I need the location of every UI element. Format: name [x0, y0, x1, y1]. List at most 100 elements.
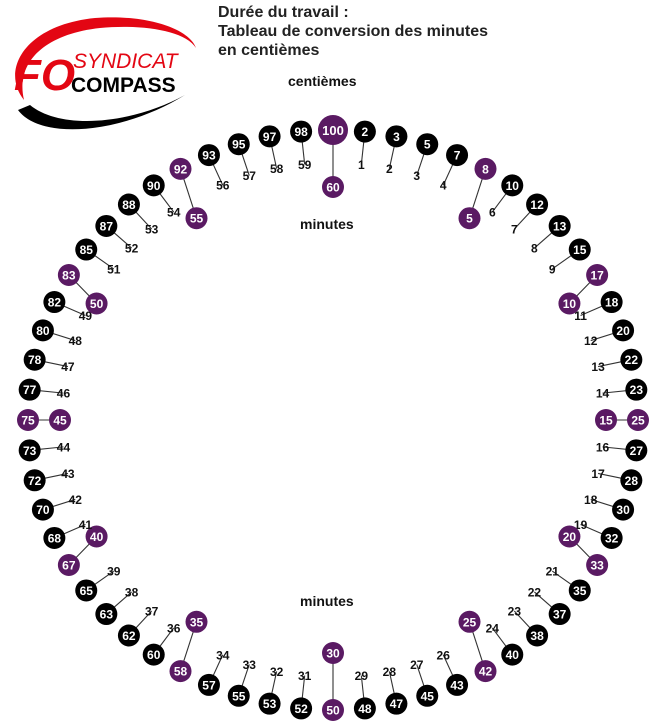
centieme-circle [568, 579, 591, 602]
centieme-value: 18 [605, 296, 619, 310]
centieme-circle [526, 624, 549, 647]
centieme-value: 20 [616, 324, 630, 338]
centieme-value: 43 [450, 678, 464, 692]
centieme-circle [227, 684, 250, 707]
centieme-circle [18, 439, 41, 462]
minute-value: 23 [508, 604, 522, 618]
centieme-value: 88 [122, 198, 136, 212]
minute-value: 16 [596, 440, 610, 454]
centieme-circle [501, 174, 524, 197]
minute-value: 47 [61, 360, 75, 374]
minute-circle [595, 409, 617, 431]
centieme-value: 2 [362, 125, 369, 139]
minute-value: 2 [386, 162, 393, 176]
centieme-value: 100 [322, 123, 344, 138]
minute-value: 29 [355, 669, 369, 683]
centieme-circle [57, 264, 80, 286]
centieme-circle [568, 238, 591, 261]
centieme-circle [625, 378, 648, 401]
minute-value: 52 [125, 242, 139, 256]
minute-value: 18 [584, 493, 598, 507]
centieme-value: 97 [263, 130, 277, 144]
minute-value: 35 [190, 615, 204, 629]
centieme-circle [526, 193, 549, 216]
centieme-value: 73 [23, 444, 37, 458]
centieme-circle [416, 133, 439, 156]
minute-value: 19 [574, 518, 588, 532]
minutes-label-top: minutes [300, 216, 354, 232]
title-line-3: en centièmes [218, 42, 320, 59]
centieme-value: 83 [62, 269, 76, 283]
centieme-value: 7 [454, 149, 461, 163]
minute-value: 48 [69, 334, 83, 348]
centieme-circle [75, 238, 98, 261]
centieme-value: 60 [147, 648, 161, 662]
minute-value: 5 [466, 212, 473, 226]
centieme-value: 68 [48, 531, 62, 545]
centieme-circle [586, 264, 609, 286]
centieme-circle [169, 660, 192, 683]
centieme-circle [290, 697, 313, 720]
centieme-circle [17, 409, 39, 431]
centieme-circle [474, 660, 497, 683]
centieme-value: 87 [100, 219, 114, 233]
logo-black-swoosh [18, 95, 185, 130]
centieme-value: 17 [590, 269, 604, 283]
centieme-circle [43, 526, 66, 549]
centieme-circle [95, 214, 118, 237]
centieme-circle [600, 291, 623, 314]
centieme-value: 47 [390, 697, 404, 711]
centieme-circle [586, 554, 609, 576]
centieme-circle [31, 319, 54, 342]
centieme-circle [75, 579, 98, 602]
minute-value: 27 [410, 658, 424, 672]
minute-value: 11 [574, 309, 587, 323]
minute-value: 38 [125, 585, 139, 599]
minute-value: 60 [326, 181, 340, 195]
minute-circle [558, 525, 581, 548]
centieme-value: 48 [358, 702, 372, 716]
minute-value: 59 [298, 158, 312, 172]
centieme-circle [43, 291, 66, 314]
minute-circle [49, 409, 71, 431]
centieme-circle [322, 699, 344, 721]
minute-value: 10 [563, 297, 577, 311]
centieme-value: 67 [62, 559, 76, 573]
minute-value: 31 [298, 669, 312, 683]
centieme-circle [385, 125, 408, 148]
centieme-circle [142, 174, 165, 197]
centieme-value: 77 [23, 383, 37, 397]
logo-compass-text: COMPASS [71, 74, 176, 97]
centieme-value: 37 [553, 608, 567, 622]
centieme-circle [620, 469, 643, 492]
centieme-value: 55 [232, 689, 246, 703]
centieme-value: 63 [100, 608, 114, 622]
minute-value: 15 [599, 414, 613, 428]
minute-circle [558, 292, 581, 315]
centieme-value: 3 [393, 130, 400, 144]
centieme-value: 52 [294, 702, 308, 716]
centieme-value: 75 [21, 414, 35, 428]
centieme-value: 32 [605, 531, 619, 545]
minute-circle [85, 525, 108, 548]
minute-circle [85, 292, 108, 315]
minute-value: 46 [57, 387, 71, 401]
centieme-value: 27 [630, 444, 644, 458]
centieme-circle [142, 643, 165, 666]
minute-value: 3 [413, 169, 420, 183]
minute-value: 24 [486, 621, 500, 635]
minute-value: 57 [243, 169, 257, 183]
minute-value: 39 [107, 565, 121, 579]
minute-circle [185, 610, 208, 633]
title-line-2: Tableau de conversion des minutes [218, 23, 488, 40]
page-title: Durée du travail : Tableau de conversion… [218, 3, 488, 60]
centieme-circle [385, 692, 408, 715]
minute-value: 7 [511, 223, 518, 237]
minute-value: 28 [383, 665, 397, 679]
centieme-circle [600, 526, 623, 549]
minute-circle [322, 176, 344, 198]
minute-value: 32 [270, 665, 284, 679]
centieme-value: 70 [36, 503, 50, 517]
minute-value: 51 [107, 262, 121, 276]
centieme-value: 45 [421, 689, 435, 703]
